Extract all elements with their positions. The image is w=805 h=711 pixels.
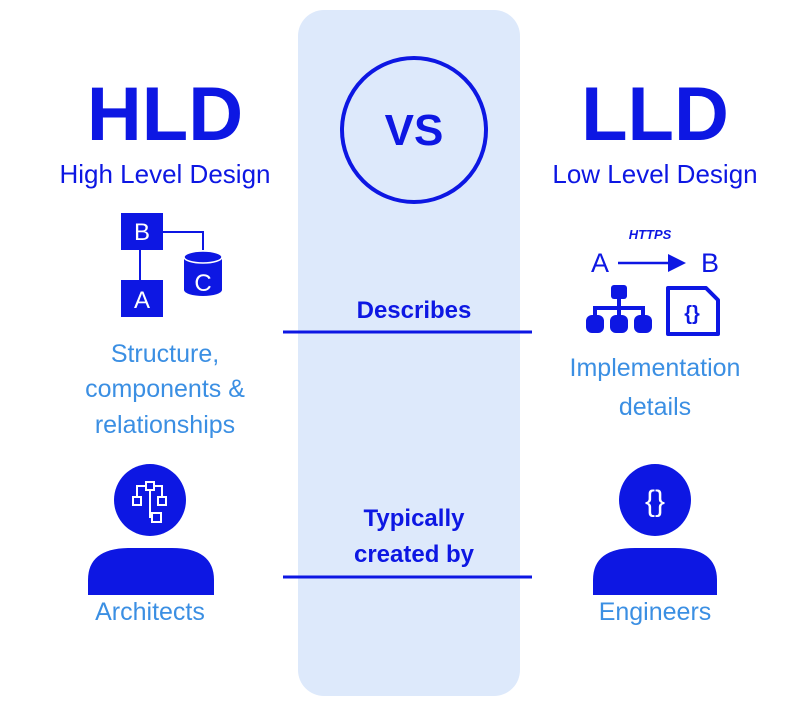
endpoint-b: B: [701, 248, 719, 278]
hld-role: Architects: [95, 598, 205, 626]
lld-subtitle: Low Level Design: [552, 159, 757, 189]
hierarchy-icon: [586, 285, 652, 333]
architect-person-icon: [88, 464, 214, 595]
code-file-icon: {}: [666, 286, 720, 336]
code-file-glyph: {}: [684, 303, 700, 325]
vs-label: VS: [385, 106, 444, 155]
engineer-person-icon: {}: [593, 464, 717, 595]
icon-label-b: B: [134, 219, 150, 246]
hld-title: HLD: [87, 72, 243, 157]
icon-label-a: A: [134, 287, 150, 314]
architecture-diagram-icon: B A C: [121, 213, 223, 317]
created-by-label-1: Typically: [364, 505, 466, 532]
lld-role: Engineers: [599, 598, 712, 626]
engineer-code-glyph: {}: [645, 485, 665, 518]
lld-describes-line-1: Implementation: [570, 354, 741, 382]
lld-title: LLD: [581, 72, 729, 157]
vs-circle: [340, 56, 488, 204]
hld-describes-line-1: Structure,: [111, 340, 219, 368]
icon-label-c: C: [194, 270, 211, 297]
endpoint-a: A: [591, 248, 609, 278]
lld-describes-line-2: details: [619, 393, 691, 421]
https-connection-icon: HTTPS A B: [591, 227, 719, 278]
protocol-label: HTTPS: [629, 227, 672, 242]
describes-label: Describes: [357, 297, 472, 324]
hld-subtitle: High Level Design: [59, 159, 270, 189]
created-by-label-2: created by: [354, 541, 475, 568]
hld-describes-line-2: components &: [85, 375, 245, 403]
hld-describes-line-3: relationships: [95, 411, 235, 439]
